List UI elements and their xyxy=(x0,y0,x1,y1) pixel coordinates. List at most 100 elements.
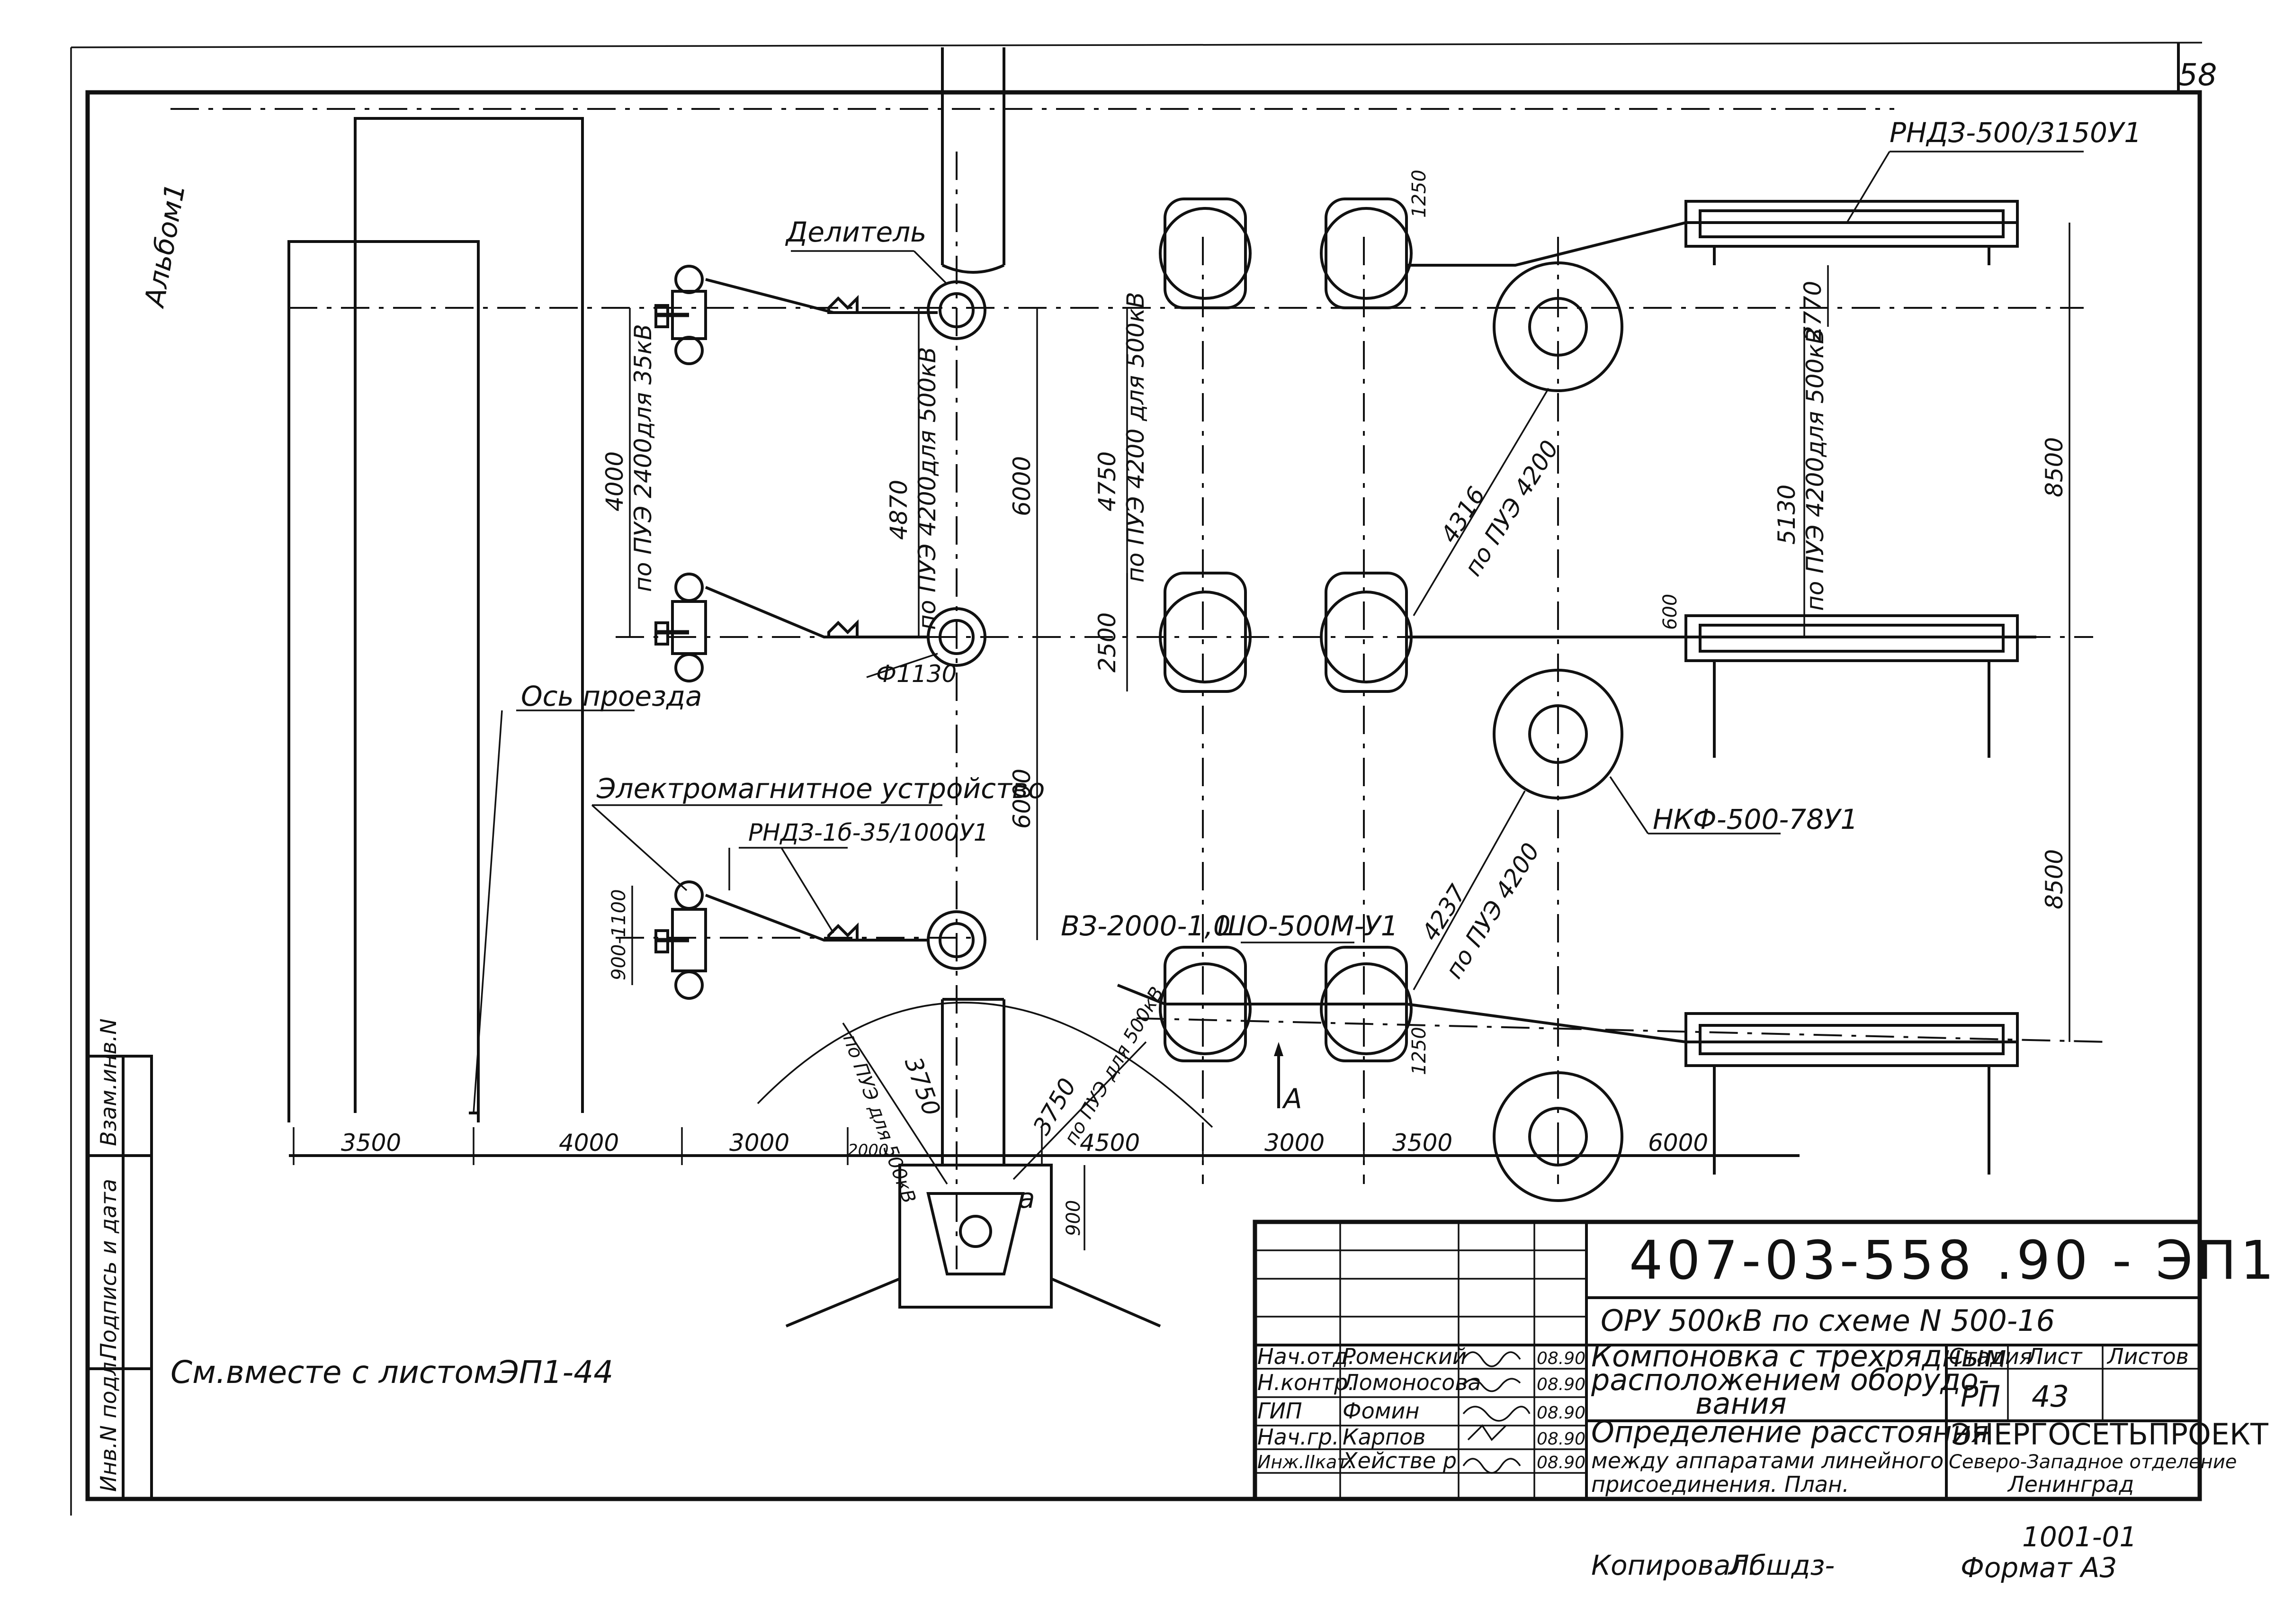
sign-date-0: 08.90 xyxy=(1537,1349,1585,1368)
breaker-top-1 xyxy=(1159,197,1252,309)
dim-1250-bottom: 1250 xyxy=(1408,1027,1430,1075)
sign-date-3: 08.90 xyxy=(1537,1429,1585,1449)
doc-code: 407-03-558 .90 - ЭП1 xyxy=(1629,1230,2278,1292)
arc-3750-left-note: по ПУЭ для 500кВ xyxy=(839,1032,920,1206)
dim-1250-top: 1250 xyxy=(1408,170,1430,218)
divider-bottom xyxy=(927,910,986,970)
dim-4000: 4000 xyxy=(559,1129,619,1157)
copied-sign: Лбшдз- xyxy=(1728,1549,1835,1581)
sign-name-0: Роменский xyxy=(1343,1344,1467,1369)
breaker-mid-1 xyxy=(1159,572,1252,693)
sign-role-2: ГИП xyxy=(1257,1398,1302,1424)
em-device-label: Электромагнитное устройство xyxy=(596,772,1045,805)
dim-3500-right: 3500 xyxy=(1392,1129,1452,1157)
col-stage: Стадия xyxy=(1949,1344,2032,1369)
dim-4000-v: 4000 xyxy=(601,451,628,511)
signature-scribbles xyxy=(1462,1351,1531,1474)
dim-4750-v: 4750 xyxy=(1093,451,1121,511)
dim-4000-note: по ПУЭ 2400для 35кВ xyxy=(629,324,657,592)
dim-8500-top: 8500 xyxy=(2041,437,2068,497)
disconnector-500kv-bottom xyxy=(1684,1012,2019,1175)
sign-date-2: 08.90 xyxy=(1537,1403,1585,1423)
sign-date-1: 08.90 xyxy=(1537,1375,1585,1394)
dim-3000-right: 3000 xyxy=(1264,1129,1325,1157)
wire-phase-c xyxy=(1117,984,2017,1043)
col-sheets: Листов xyxy=(2106,1344,2189,1369)
passage-strip xyxy=(287,117,584,1122)
dim-900: 900 xyxy=(1063,1200,1084,1236)
org-name: ЭНЕРГОСЕТЬПРОЕКТ xyxy=(1951,1417,2269,1452)
wire-bottom xyxy=(705,894,928,942)
phi-label: Ф1130 xyxy=(876,660,957,688)
see-also-note: См.вместе с листомЭП1-44 xyxy=(170,1354,613,1391)
dim-4870-v: 4870 xyxy=(885,480,913,540)
bottom-portal xyxy=(757,998,1213,1328)
disconnector-500kv-mid xyxy=(1684,614,2019,758)
dim-bottom-line xyxy=(289,1127,1800,1165)
sign-role-0: Нач.отд. xyxy=(1257,1344,1355,1369)
view-a-arrow xyxy=(1274,1042,1283,1108)
axis-leader xyxy=(473,710,503,1113)
disconnector-35kv-bottom xyxy=(654,880,707,1000)
dim-4500: 4500 xyxy=(1080,1129,1140,1157)
sheet-frame xyxy=(70,42,2203,1516)
sign-date-4: 08.90 xyxy=(1537,1453,1585,1472)
dim-vertical-lines xyxy=(629,223,2070,1250)
view-a-label: А xyxy=(1281,1083,1302,1115)
disconnector-35kv-top xyxy=(654,265,707,365)
album-label: Альбом1 xyxy=(138,181,191,311)
project-name: ОРУ 500кВ по схеме N 500-16 xyxy=(1601,1303,2055,1338)
diag-4237-line xyxy=(1413,790,1526,990)
title-line-2: расположением оборудо- xyxy=(1591,1363,1989,1397)
dim-2770-v: 2770 xyxy=(1799,281,1827,341)
divider-mid xyxy=(927,607,986,667)
arc-right-leader xyxy=(1012,1041,1147,1180)
dim-5130-v: 5130 xyxy=(1773,485,1800,545)
divider-top xyxy=(927,280,986,340)
dim-6000-top: 6000 xyxy=(1008,456,1036,516)
wire-phase-a xyxy=(1406,221,2017,267)
axis-label: Ось проезда xyxy=(521,680,702,712)
side-stamp: Инв.N подл. Подпись и дата Взам.инв.N xyxy=(86,1018,153,1500)
diag-4316-line xyxy=(1413,388,1550,616)
a-small-label: а xyxy=(1018,1182,1035,1214)
subtitle-line-1: Определение расстояния xyxy=(1591,1415,1988,1449)
dim-3000-left: 3000 xyxy=(729,1129,789,1157)
dim-4750-note: по ПУЭ 4200 для 500кВ xyxy=(1122,292,1149,583)
sho-label: ШО-500М-У1 xyxy=(1217,910,1398,942)
dim-600-v: 600 xyxy=(1659,594,1681,630)
dim-3500-left: 3500 xyxy=(341,1129,401,1157)
format-label: Формат А3 xyxy=(1961,1552,2117,1584)
subtitle-line-3: присоединения. План. xyxy=(1591,1471,1849,1497)
dim-5130-note: по ПУЭ 4200для 500кВ xyxy=(1801,328,1829,611)
dim-2000: 2000 xyxy=(848,1141,889,1160)
dim-900-1100: 900-1100 xyxy=(608,889,630,980)
inv-no-label: Инв.N подл. xyxy=(96,1355,121,1492)
rnd500-label: РНДЗ-500/3150У1 xyxy=(1890,117,2141,149)
dim-2500-v: 2500 xyxy=(1093,612,1121,673)
sign-name-4: Хействе р xyxy=(1342,1448,1457,1473)
dim-6000-bottom-v: 6000 xyxy=(1008,769,1036,829)
cvt-top xyxy=(1493,261,1623,392)
sign-name-1: Ломоносова xyxy=(1342,1370,1481,1395)
title-block xyxy=(1253,1220,2202,1501)
stage-value: РП xyxy=(1961,1379,2000,1414)
dim-6000-bottom: 6000 xyxy=(1648,1129,1708,1157)
rnd35-label: РНДЗ-1б-35/1000У1 xyxy=(748,819,989,846)
title-line-1: Компоновка с трехрядным xyxy=(1591,1339,2006,1373)
disconnector-500kv-top xyxy=(1684,200,2019,265)
arc-left-leader xyxy=(842,1023,948,1184)
arc-3750-right-note: по ПУЭ для 500кВ xyxy=(1060,983,1168,1148)
archive-no: 1001-01 xyxy=(2022,1521,2137,1553)
sign-role-1: Н.контр. xyxy=(1257,1370,1355,1395)
breaker-top-2 xyxy=(1320,197,1413,309)
sheet-number: 43 xyxy=(2032,1379,2069,1414)
sign-name-2: Фомин xyxy=(1343,1398,1419,1424)
top-portal-column xyxy=(941,47,1005,274)
title-line-3: вания xyxy=(1695,1386,1787,1421)
copied-by: Копировал: xyxy=(1591,1549,1757,1581)
dim-8500-bottom: 8500 xyxy=(2041,849,2068,909)
subtitle-line-2: между аппаратами линейного xyxy=(1591,1448,1944,1473)
